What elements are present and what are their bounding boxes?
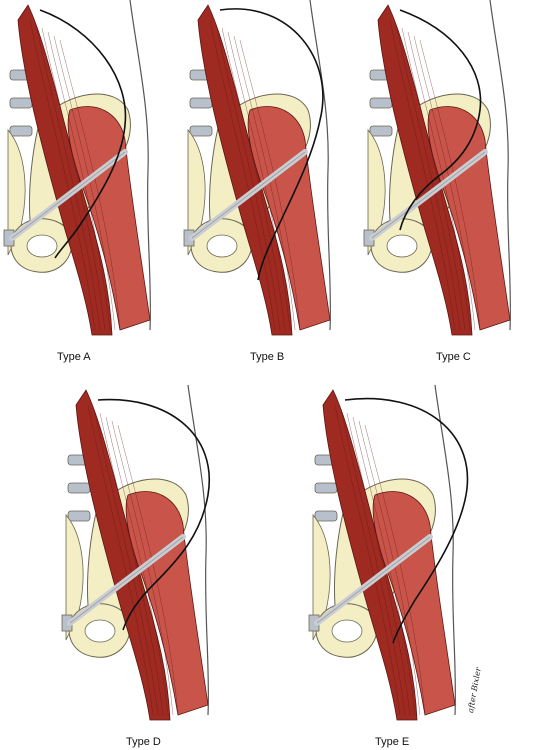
vertebra <box>9 125 33 137</box>
caption-type-e: Type E <box>375 736 410 748</box>
vertebra <box>369 125 393 137</box>
iliacus-muscle <box>125 491 209 716</box>
muscle-fiber <box>99 412 164 716</box>
muscle-fiber <box>413 35 476 331</box>
vertebra <box>9 97 33 109</box>
iliacus-muscle <box>372 491 456 716</box>
vertebra <box>189 125 213 137</box>
muscle-fiber <box>340 408 406 716</box>
muscle-fiber <box>93 408 159 716</box>
anatomy-illustration-type-d <box>61 384 211 721</box>
inguinal-ligament-outline <box>69 536 184 624</box>
caption-type-d: Type D <box>126 736 161 748</box>
vertebra <box>314 482 338 494</box>
nerve-course <box>39 9 127 259</box>
obturator-foramen <box>206 234 238 258</box>
nerve-course <box>219 8 324 281</box>
muscle-fiber <box>105 416 169 716</box>
muscle-fiber <box>29 19 96 331</box>
inguinal-ligament-outline <box>11 151 126 239</box>
obturator-foramen <box>386 234 418 258</box>
iliacus-muscle <box>247 106 331 331</box>
caption-type-c: Type C <box>436 351 471 363</box>
muscle-fiber <box>221 27 286 331</box>
muscle-fiber <box>35 23 101 331</box>
skin-contour <box>434 384 457 716</box>
vertebra <box>189 97 213 109</box>
panel-type-e <box>305 384 480 725</box>
vertebra <box>67 482 91 494</box>
muscle-fiber <box>209 19 276 331</box>
muscle-fiber <box>358 420 421 716</box>
muscle-fiber <box>334 404 401 716</box>
vertebra <box>369 97 393 109</box>
muscle-fiber <box>47 31 111 331</box>
inguinal-ligament-outline <box>191 151 306 239</box>
obturator-foramen <box>84 619 116 643</box>
skin-contour <box>129 0 152 331</box>
inguinal-ligament-outline <box>371 151 486 239</box>
muscle-fiber <box>352 416 416 716</box>
iliacus-muscle <box>67 106 151 331</box>
muscle-fiber <box>215 23 281 331</box>
anatomy-illustration-type-a <box>3 0 152 336</box>
inguinal-ligament-outline <box>316 536 431 624</box>
muscle-fiber <box>53 35 116 331</box>
muscle-fiber <box>87 404 154 716</box>
muscle-fiber <box>227 31 291 331</box>
vertebra <box>314 510 338 522</box>
iliacus-muscle <box>427 106 511 331</box>
caption-type-b: Type B <box>250 351 285 363</box>
panel-type-c <box>360 0 535 340</box>
panel-type-d <box>58 384 233 725</box>
muscle-fiber <box>395 23 461 331</box>
skin-contour <box>489 0 512 331</box>
nerve-course <box>344 397 469 644</box>
muscle-fiber <box>389 19 456 331</box>
anatomy-illustration-type-e <box>308 384 469 721</box>
muscle-fiber <box>233 35 296 331</box>
obturator-foramen <box>331 619 363 643</box>
muscle-fiber <box>346 412 411 716</box>
vertebra <box>67 510 91 522</box>
muscle-fiber <box>41 27 106 331</box>
muscle-fiber <box>111 420 174 716</box>
panel-type-b <box>180 0 355 340</box>
muscle-fiber <box>401 27 466 331</box>
anatomy-illustration-type-c <box>363 0 512 336</box>
nerve-course <box>97 398 211 631</box>
skin-contour <box>309 0 332 331</box>
nerve-course <box>399 9 482 231</box>
panel-type-a <box>0 0 175 340</box>
obturator-foramen <box>26 234 58 258</box>
caption-type-a: Type A <box>57 351 91 363</box>
anatomy-illustration-type-b <box>183 0 332 336</box>
